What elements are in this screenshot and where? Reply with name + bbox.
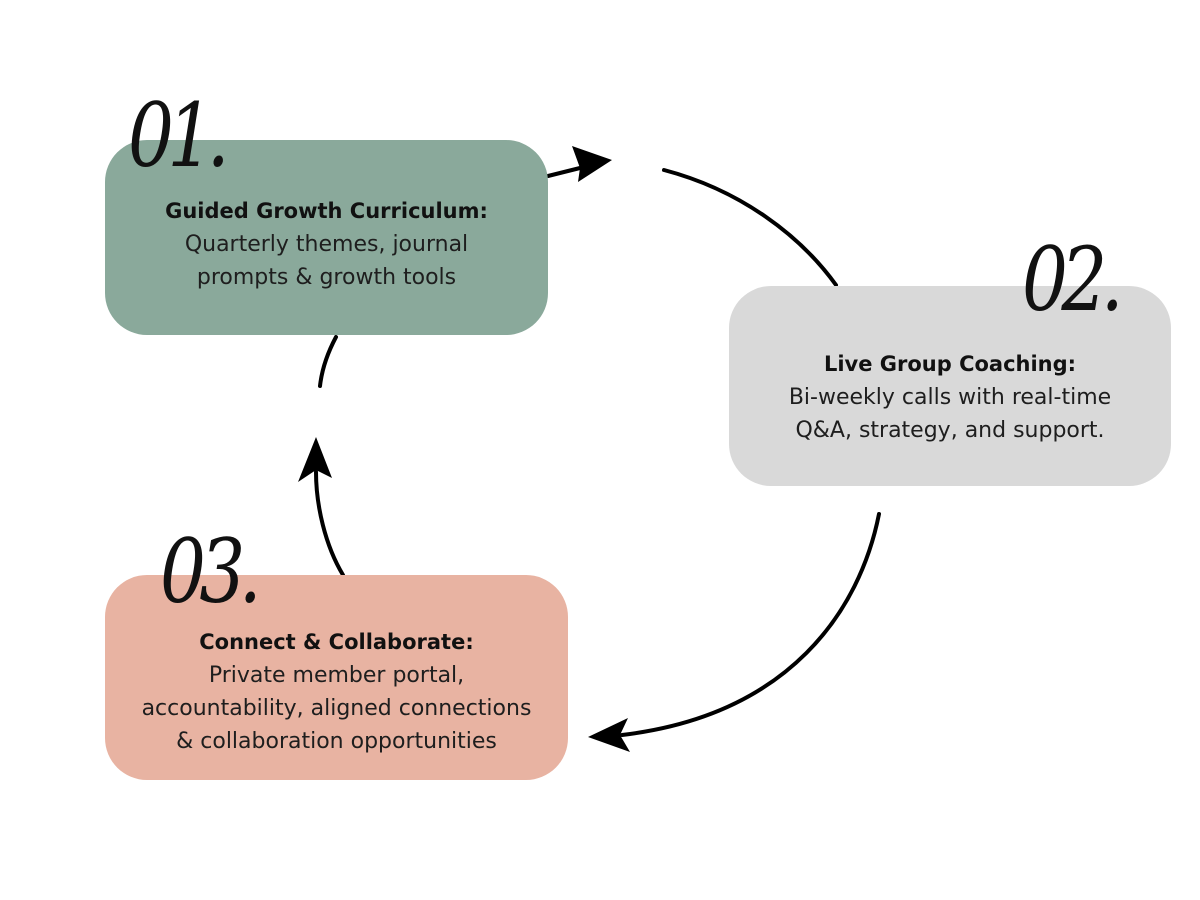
arrowhead-step2-to-step3 bbox=[588, 718, 630, 752]
step-3-line-2: accountability, aligned connections bbox=[141, 695, 532, 721]
step-1-line-2: prompts & growth tools bbox=[196, 265, 457, 290]
arrow-arc-from-step1 bbox=[318, 335, 338, 388]
arrow-step2-to-step3 bbox=[620, 512, 881, 737]
step-1-card: Guided Growth Curriculum: Quarterly them… bbox=[105, 140, 548, 335]
arrow-step1-to-step2-start bbox=[546, 166, 582, 178]
step-1-line-1: Quarterly themes, journal bbox=[184, 232, 469, 257]
step-3-card: Connect & Collaborate: Private member po… bbox=[105, 575, 568, 780]
step-3-line-1: Private member portal, bbox=[208, 662, 465, 688]
step-2-card: Live Group Coaching: Bi-weekly calls wit… bbox=[729, 286, 1171, 486]
step-3-line-3: & collaboration opportunities bbox=[176, 728, 497, 754]
arrowhead-step3-to-step1 bbox=[298, 437, 332, 482]
step-1-number: 01. bbox=[128, 84, 230, 187]
step-1-heading: Guided Growth Curriculum: bbox=[165, 199, 488, 223]
step-3-number: 03. bbox=[160, 520, 262, 623]
arrowhead-step1-to-step2 bbox=[572, 146, 612, 182]
step-2-heading: Live Group Coaching: bbox=[823, 351, 1077, 376]
arrow-step3-to-step1 bbox=[314, 470, 345, 577]
arrow-arc-into-step2 bbox=[662, 168, 838, 287]
step-3-heading: Connect & Collaborate: bbox=[199, 629, 474, 654]
step-2-number: 02. bbox=[1022, 228, 1124, 331]
step-2-line-1: Bi-weekly calls with real-time bbox=[788, 384, 1112, 410]
step-2-line-2: Q&A, strategy, and support. bbox=[795, 417, 1105, 443]
